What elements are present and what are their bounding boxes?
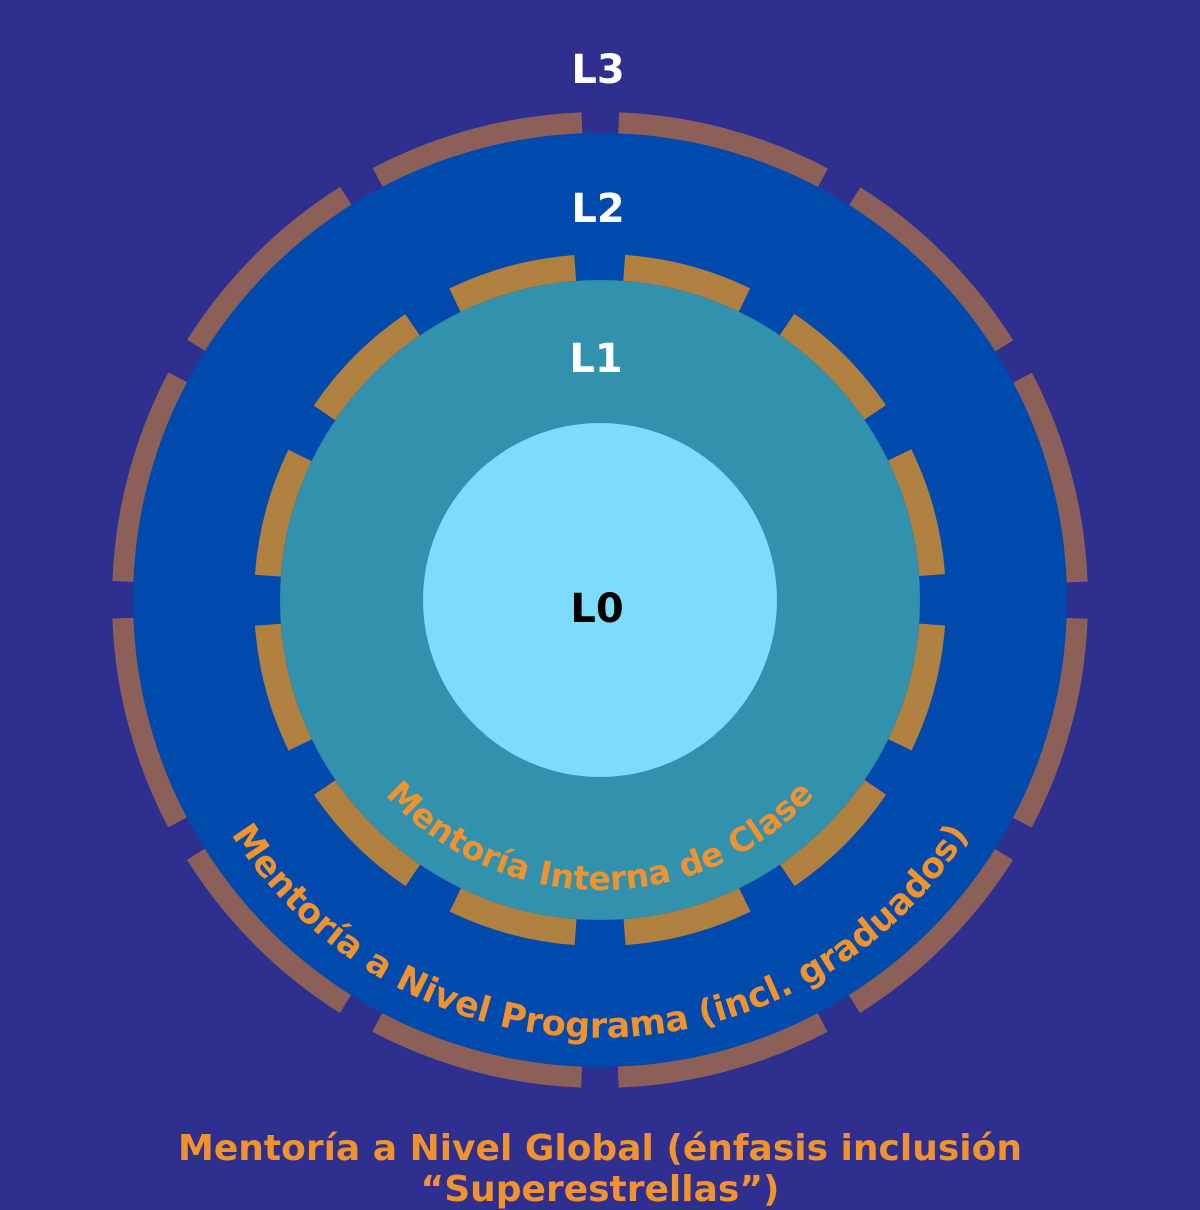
level-0-core bbox=[423, 423, 777, 777]
level-3-label: L3 bbox=[571, 47, 624, 93]
level-2-label: L2 bbox=[571, 186, 624, 232]
level-1-label: L1 bbox=[569, 336, 622, 382]
global-mentoring-caption: Mentoría a Nivel Global (énfasis inclusi… bbox=[178, 1128, 1022, 1210]
level-0-label: L0 bbox=[570, 586, 623, 632]
